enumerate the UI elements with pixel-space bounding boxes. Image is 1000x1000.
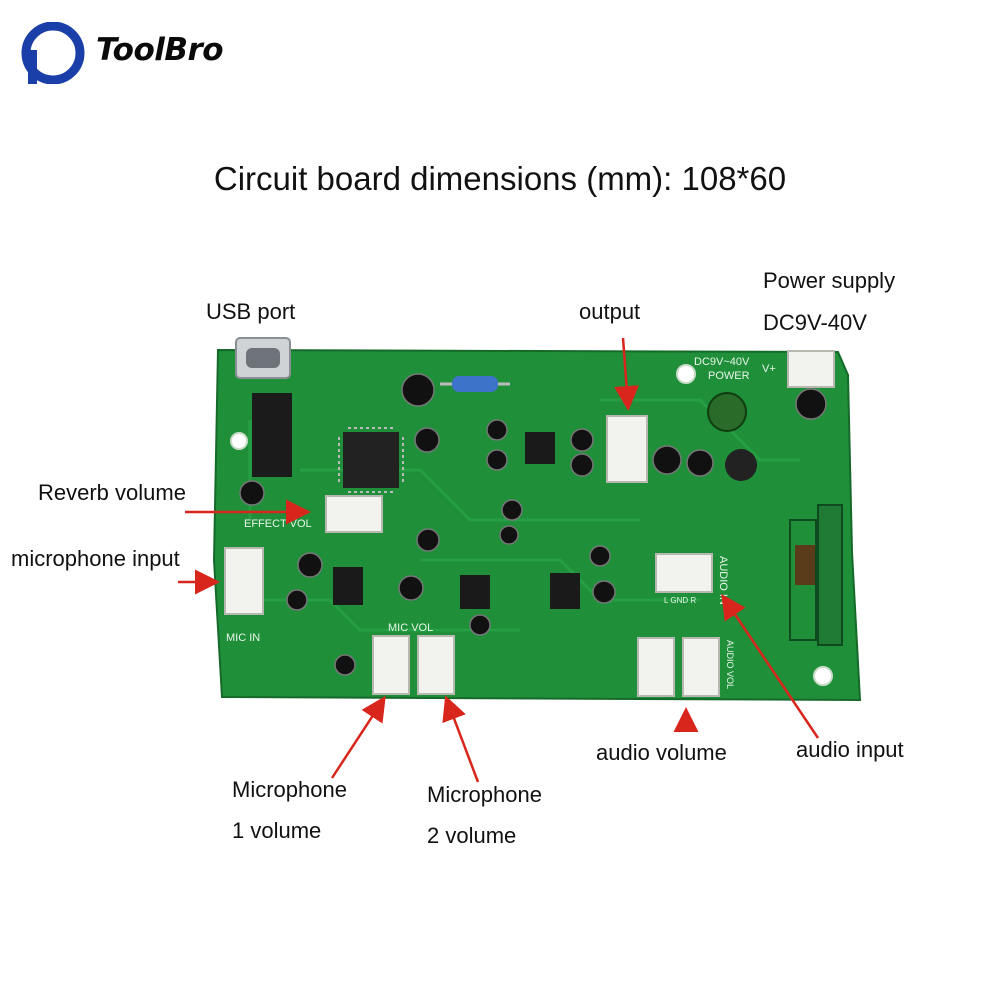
audio-vol-connector-r [682, 637, 720, 697]
silk-lgndr: L GND R [664, 596, 696, 605]
silk-mic-vol: MIC VOL [388, 622, 433, 634]
silk-mic-in: MIC IN [226, 632, 260, 644]
audio-in-connector [655, 553, 713, 593]
arrow-mic2 [442, 695, 480, 783]
main-ic-chip [338, 427, 404, 493]
module-block [252, 393, 292, 477]
mic1-vol-connector [372, 635, 410, 695]
mount-hole [676, 364, 696, 384]
toolbro-logo-icon [21, 22, 85, 84]
brand-logo: ToolBro [20, 22, 260, 84]
label-power-supply: Power supply [763, 268, 896, 293]
power-connector [787, 350, 835, 388]
label-mic-input: microphone input [11, 546, 180, 571]
mount-hole [813, 666, 833, 686]
silk-power2: POWER [708, 370, 750, 382]
resistor [440, 376, 510, 392]
silk-vplus: V+ [762, 363, 776, 375]
label-mic1-line2: 1 volume [232, 818, 322, 843]
effect-vol-connector [325, 495, 383, 533]
output-connector [606, 415, 648, 483]
mic-in-connector [224, 547, 264, 615]
mic2-vol-connector [417, 635, 455, 695]
arrow-audio-input [721, 593, 820, 739]
label-mic1-line1: Microphone [232, 777, 347, 802]
label-mic2-line2: 2 volume [427, 823, 517, 848]
label-usb-port: USB port [206, 299, 296, 324]
power-capacitor [707, 392, 747, 432]
label-reverb-volume: Reverb volume [38, 480, 186, 505]
label-audio-input: audio input [796, 737, 904, 762]
label-mic2-line1: Microphone [427, 782, 542, 807]
silk-audio-vol: AUDIO VOL [725, 640, 735, 689]
soic-chips [333, 432, 580, 609]
daughter-board [817, 504, 843, 646]
silk-effect-vol: EFFECT VOL [244, 518, 312, 530]
audio-vol-connector-l [637, 637, 675, 697]
silk-power: DC9V~40V [694, 356, 750, 368]
page-title: Circuit board dimensions (mm): 108*60 [213, 160, 787, 197]
label-power-voltage: DC9V-40V [763, 310, 867, 335]
mount-hole [230, 432, 248, 450]
arrow-output [614, 337, 639, 411]
label-audio-volume: audio volume [596, 740, 727, 765]
capacitors [239, 373, 827, 676]
usb-c-port [235, 337, 291, 379]
silk-audio-in: AUDIO IN [717, 556, 729, 605]
inductors [725, 449, 815, 585]
brand-name: ToolBro [96, 32, 224, 68]
arrow-mic1 [330, 695, 386, 779]
label-output: output [579, 299, 641, 324]
jst-connectors [224, 350, 835, 697]
